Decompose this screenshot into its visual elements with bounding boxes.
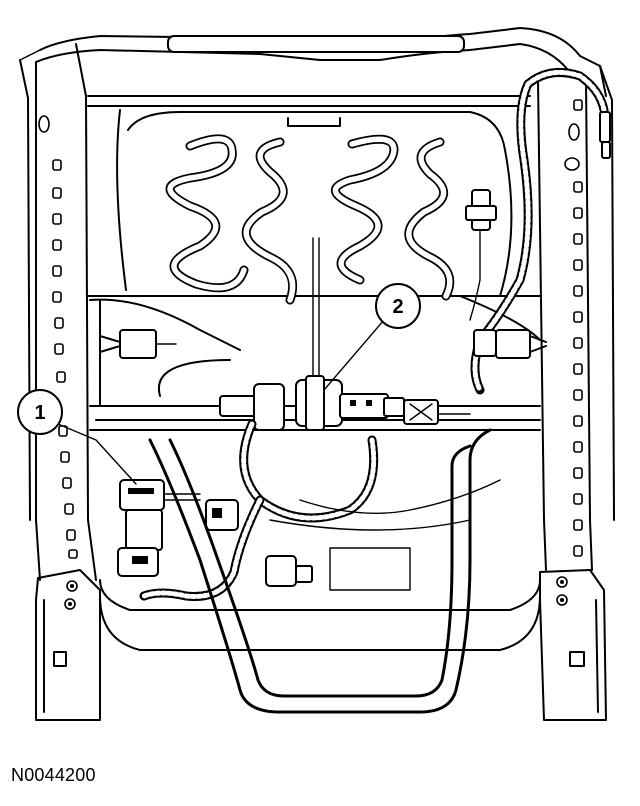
wiring-harness-right bbox=[470, 67, 611, 395]
left-rail-slots bbox=[52, 159, 78, 559]
left-side-rail bbox=[19, 43, 97, 581]
seat-back-panel bbox=[87, 95, 541, 297]
callout-1: 1 bbox=[17, 389, 137, 485]
headrest-tube bbox=[167, 35, 465, 53]
seat-springs bbox=[165, 134, 455, 305]
callout-2-label: 2 bbox=[392, 296, 403, 318]
central-rod bbox=[312, 237, 320, 379]
wiring-harness-lower bbox=[139, 419, 501, 601]
right-mount-bracket bbox=[539, 569, 607, 721]
seat-frame-top bbox=[35, 27, 607, 97]
lower-center-connectors bbox=[205, 499, 313, 587]
callout-2: 2 bbox=[323, 283, 421, 391]
seat-u-tube bbox=[148, 428, 492, 714]
right-upper-connector bbox=[465, 189, 547, 359]
right-rail-slots bbox=[573, 99, 583, 557]
left-mount-bracket bbox=[35, 569, 101, 721]
callout-1-label: 1 bbox=[34, 402, 45, 424]
center-connector-assembly bbox=[219, 375, 471, 431]
figure-id: N0044200 bbox=[11, 765, 96, 785]
left-upper-connector bbox=[99, 329, 177, 359]
